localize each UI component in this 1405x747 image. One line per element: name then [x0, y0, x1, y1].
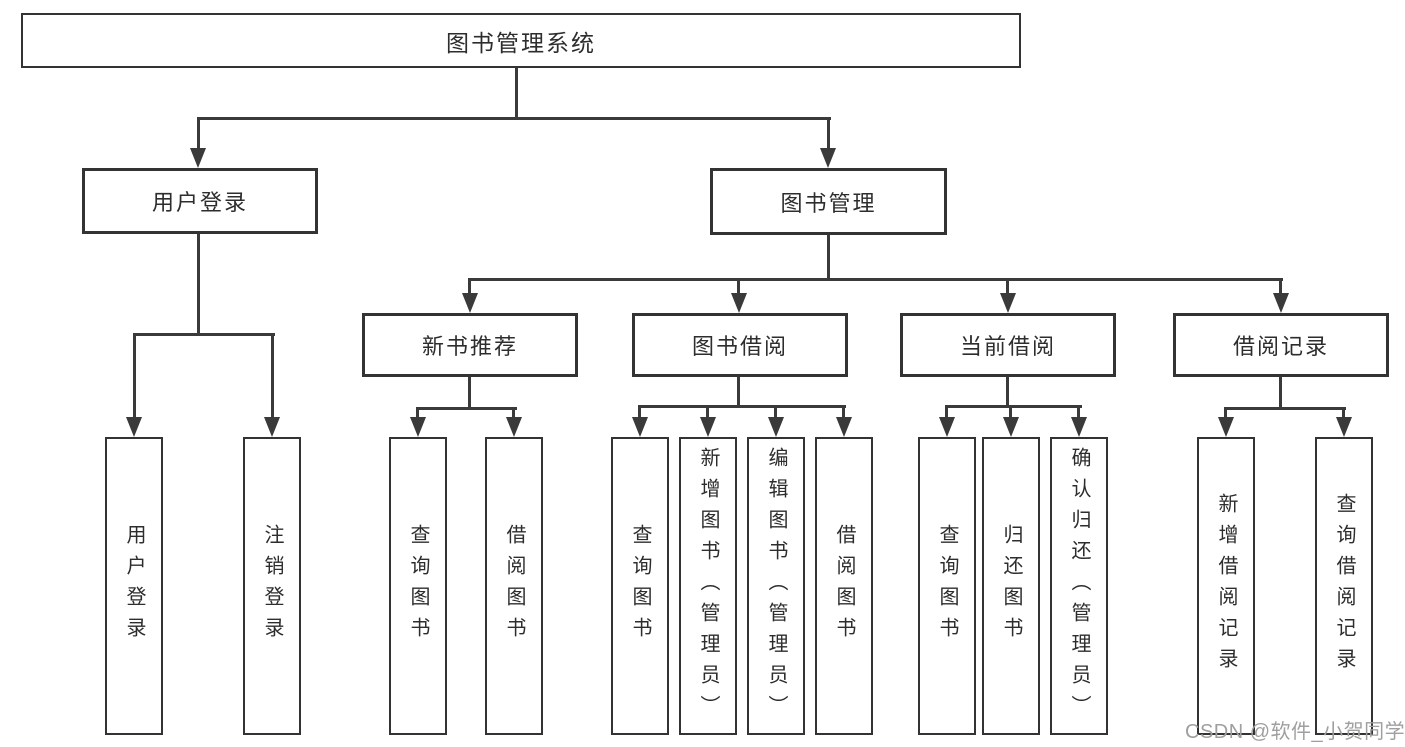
leaf-edit-book-admin-label: 编辑图书（管理员）	[765, 446, 787, 726]
node-new-book-recommend-label: 新书推荐	[421, 334, 518, 359]
connector-line	[737, 278, 740, 295]
leaf-borrow-books-recommend-label: 借阅图书	[503, 524, 525, 648]
connector-line	[774, 405, 777, 419]
connector-line	[133, 333, 275, 336]
connector-line	[706, 405, 709, 419]
arrow-down-icon	[1336, 417, 1352, 437]
arrow-down-icon	[939, 417, 955, 437]
leaf-confirm-return-admin: 确认归还（管理员）	[1050, 437, 1108, 735]
connector-line	[416, 407, 517, 410]
arrow-down-icon	[264, 417, 280, 437]
arrow-down-icon	[410, 417, 426, 437]
arrow-down-icon	[462, 293, 478, 313]
connector-line	[1224, 407, 1346, 410]
connector-line	[945, 405, 1082, 408]
connector-line	[1077, 405, 1080, 419]
connector-line	[468, 278, 471, 295]
connector-line	[1224, 407, 1227, 419]
leaf-borrow-books: 借阅图书	[815, 437, 873, 735]
arrow-down-icon	[1218, 417, 1234, 437]
leaf-add-borrow-record-label: 新增借阅记录	[1215, 493, 1237, 679]
arrow-down-icon	[190, 148, 206, 168]
node-current-borrow-label: 当前借阅	[959, 334, 1056, 359]
leaf-query-books-borrow: 查询图书	[611, 437, 669, 735]
connector-line	[827, 117, 830, 150]
connector-line	[1279, 377, 1282, 409]
leaf-user-login: 用户登录	[105, 437, 163, 735]
connector-line	[638, 405, 846, 408]
node-user-login: 用户登录	[82, 168, 318, 234]
node-user-login-label: 用户登录	[151, 190, 248, 215]
leaf-return-book: 归还图书	[982, 437, 1040, 735]
connector-line	[197, 117, 831, 120]
connector-line	[1009, 405, 1012, 419]
arrow-down-icon	[731, 293, 747, 313]
leaf-borrow-books-label: 借阅图书	[833, 524, 855, 648]
arrow-down-icon	[1071, 417, 1087, 437]
arrow-down-icon	[1000, 293, 1016, 313]
connector-line	[515, 68, 518, 119]
node-root-system-label: 图书管理系统	[446, 29, 596, 56]
connector-line	[1006, 278, 1009, 295]
connector-line	[512, 407, 515, 419]
arrow-down-icon	[506, 417, 522, 437]
node-current-borrow: 当前借阅	[900, 313, 1116, 377]
arrow-down-icon	[632, 417, 648, 437]
connector-line	[842, 405, 845, 419]
leaf-add-book-admin-label: 新增图书（管理员）	[697, 446, 719, 726]
leaf-edit-book-admin: 编辑图书（管理员）	[747, 437, 805, 735]
leaf-borrow-books-recommend: 借阅图书	[485, 437, 543, 735]
connector-line	[133, 333, 136, 419]
arrow-down-icon	[820, 148, 836, 168]
node-book-management-label: 图书管理	[780, 190, 877, 216]
connector-line	[468, 377, 471, 409]
connector-line	[638, 405, 641, 419]
connector-line	[197, 234, 200, 335]
arrow-down-icon	[1003, 417, 1019, 437]
connector-line	[1006, 377, 1009, 407]
node-new-book-recommend: 新书推荐	[362, 313, 578, 377]
watermark: CSDN @软件_小贺同学	[1185, 721, 1405, 743]
leaf-query-books-borrow-label: 查询图书	[629, 524, 651, 648]
leaf-return-book-label: 归还图书	[1000, 524, 1022, 648]
leaf-add-book-admin: 新增图书（管理员）	[679, 437, 737, 735]
node-book-management: 图书管理	[710, 168, 947, 235]
connector-line	[271, 333, 274, 419]
connector-line	[945, 405, 948, 419]
arrow-down-icon	[126, 417, 142, 437]
connector-line	[197, 117, 200, 150]
arrow-down-icon	[768, 417, 784, 437]
node-borrow-records: 借阅记录	[1173, 313, 1389, 377]
arrow-down-icon	[836, 417, 852, 437]
node-book-borrow: 图书借阅	[632, 313, 848, 377]
leaf-user-login-label: 用户登录	[123, 524, 145, 648]
connector-line	[1342, 407, 1345, 419]
connector-line	[827, 235, 830, 280]
leaf-query-borrow-record-label: 查询借阅记录	[1333, 493, 1355, 679]
connector-line	[737, 377, 740, 407]
leaf-query-borrow-record: 查询借阅记录	[1315, 437, 1373, 735]
arrow-down-icon	[700, 417, 716, 437]
leaf-add-borrow-record: 新增借阅记录	[1197, 437, 1255, 735]
leaf-query-books-recommend-label: 查询图书	[407, 524, 429, 648]
leaf-query-books-current-label: 查询图书	[936, 524, 958, 648]
leaf-confirm-return-admin-label: 确认归还（管理员）	[1068, 446, 1090, 726]
connector-line	[1279, 278, 1282, 295]
connector-line	[416, 407, 419, 419]
connector-line	[468, 278, 1283, 281]
arrow-down-icon	[1273, 293, 1289, 313]
leaf-query-books-current: 查询图书	[918, 437, 976, 735]
leaf-logout: 注销登录	[243, 437, 301, 735]
node-book-borrow-label: 图书借阅	[691, 334, 788, 359]
node-root-system: 图书管理系统	[21, 13, 1021, 68]
leaf-logout-label: 注销登录	[261, 524, 283, 648]
leaf-query-books-recommend: 查询图书	[389, 437, 447, 735]
node-borrow-records-label: 借阅记录	[1232, 334, 1329, 359]
